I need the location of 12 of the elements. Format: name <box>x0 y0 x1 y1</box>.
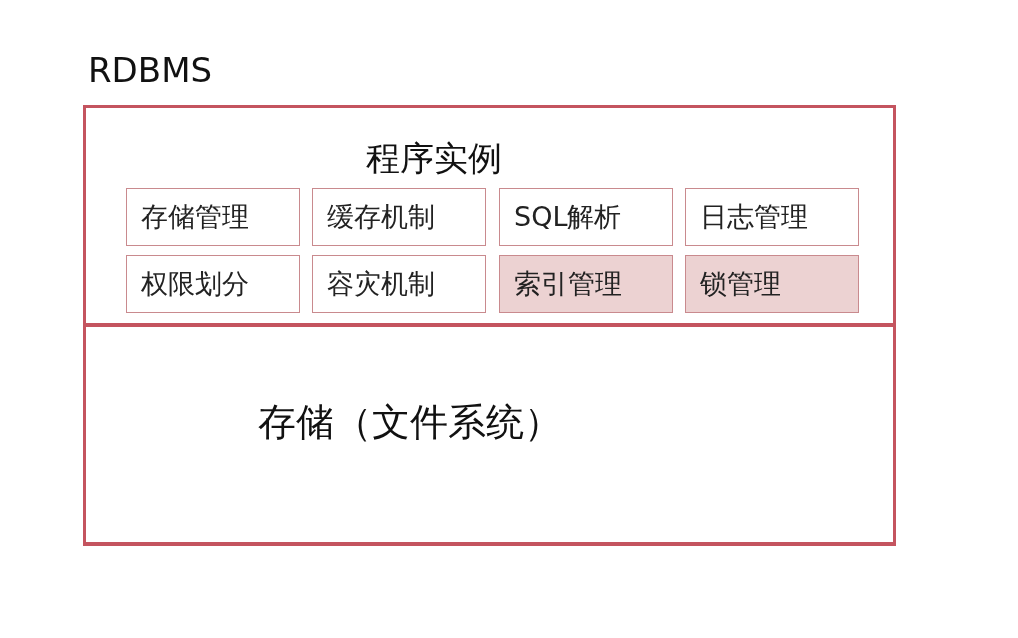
diagram-heading: RDBMS <box>88 50 213 90</box>
module-box: 锁管理 <box>685 255 859 313</box>
module-box: 索引管理 <box>499 255 673 313</box>
panel-label: 存储（文件系统） <box>258 399 562 446</box>
module-box: SQL解析 <box>499 188 673 246</box>
module-box: 权限划分 <box>126 255 300 313</box>
module-box: 容灾机制 <box>312 255 486 313</box>
module-box: 日志管理 <box>685 188 859 246</box>
module-box: 存储管理 <box>126 188 300 246</box>
storage-panel <box>83 324 896 545</box>
module-box: 缓存机制 <box>312 188 486 246</box>
panel-title: 程序实例 <box>366 137 502 180</box>
